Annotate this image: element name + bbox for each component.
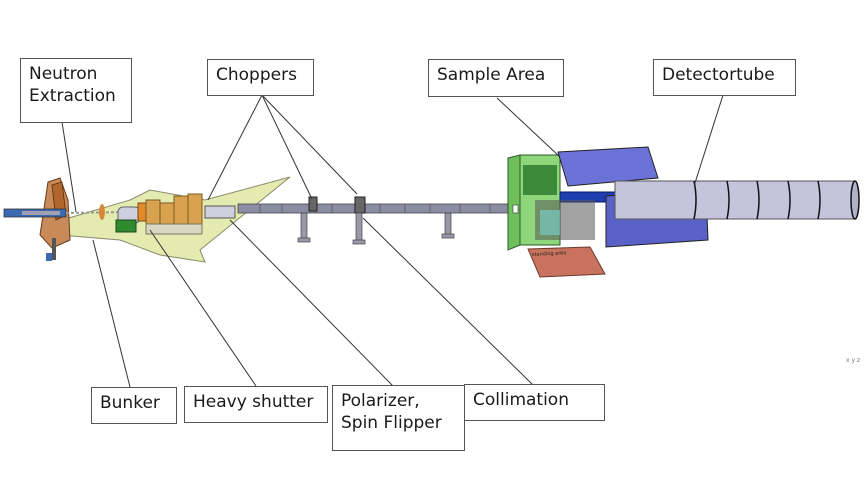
label-polarizer-spin-flipper: Polarizer, Spin Flipper [332,385,465,451]
beam-pipe [237,203,517,214]
axis-marker: x y z [846,357,860,364]
label-detectortube: Detectortube [653,59,796,96]
standing-area [527,246,606,278]
heavy-shutter [115,202,147,233]
shielding-blocks [145,193,203,235]
guide-line [65,211,131,214]
leader-lines [61,94,724,388]
chopper-2 [354,196,366,214]
label-heavy-shutter: Heavy shutter [184,386,328,423]
chopper-1 [308,196,318,212]
pipe-segments [259,204,491,213]
label-bunker: Bunker [91,387,177,424]
label-choppers: Choppers [207,59,314,96]
label-sample-area: Sample Area [428,59,564,97]
neutron-source [3,177,71,261]
detector-tube [614,180,860,220]
standing-area-label: standing area [532,250,567,258]
label-neutron-extraction: Neutron Extraction [20,58,132,123]
guide-optic [99,204,105,220]
label-collimation: Collimation [464,384,605,421]
polarizer-housing [204,205,236,219]
pipe-supports [297,212,455,245]
